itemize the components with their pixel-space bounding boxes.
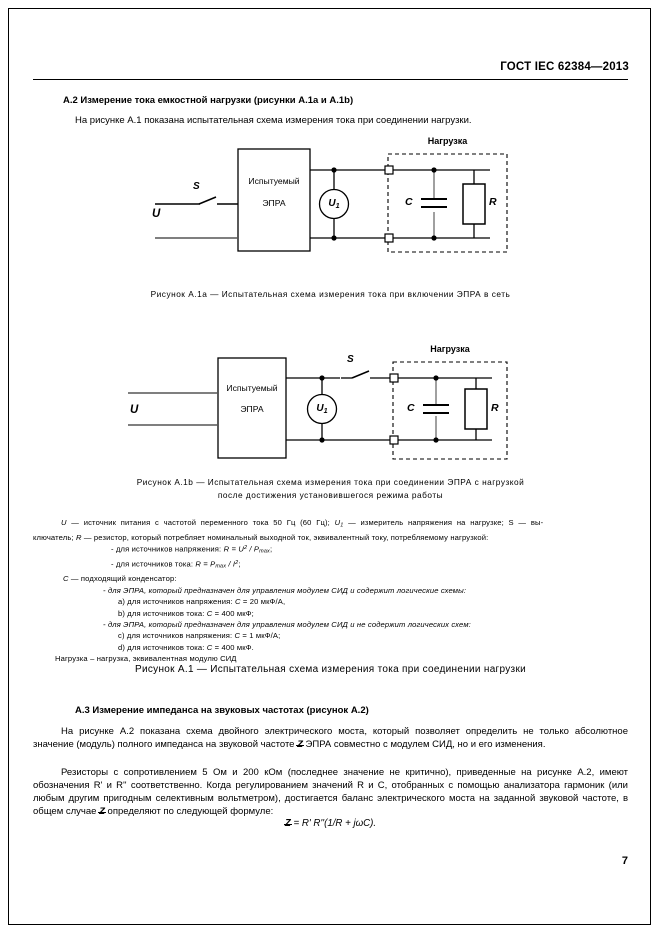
legend-line-6: - для ЭПРА, который предназначен для упр… [103,585,467,595]
legend-line-4: - для источников тока: R = Pmax / I2; [111,559,241,570]
resistor-symbol [464,388,488,430]
page-header-standard-title: ГОСТ IEC 62384—2013 [500,61,629,73]
legend-line-9: - для ЭПРА, который предназначен для упр… [103,619,471,629]
legend-line-12: Нагрузка – нагрузка, эквивалентная модул… [55,654,237,664]
header-divider [33,79,628,80]
fig-a1a-meter-label: U1 [328,198,340,210]
junction-dot [319,437,325,443]
fig-a1b-device-line1: Испытуемый [226,383,278,393]
figure-a1b-caption-line2: после достижения установившегося режима … [217,490,444,500]
impedance-formula: Z = R' R''(1/R + jωC). [283,818,377,829]
legend-line-5: C — подходящий конденсатор: [63,574,177,584]
fig-a1b-resistor-label: R [491,402,499,414]
junction-dot [319,375,325,381]
junction-dot [331,235,337,241]
junction-dot [431,235,437,241]
fig-a1b-switch-label: S [347,354,354,365]
fig-a1a-device-line1: Испытуемый [248,176,300,186]
fig-a1a-capacitor-label: C [405,196,413,208]
page-frame [8,8,651,925]
junction-dot [433,437,439,443]
load-terminal-bottom [389,435,399,445]
legend-line-10: c) для источников напряжения: C = 1 мкФ/… [118,631,281,641]
section-a3-paragraph-2: Резисторы с сопротивлением 5 Ом и 200 кО… [33,767,628,817]
fig-a1b-load-title: Нагрузка [430,344,470,354]
legend-line-11: d) для источников тока: C = 400 мкФ. [118,642,254,652]
junction-dot [431,167,437,173]
section-a3-paragraph-1: На рисунке A.2 показана схема двойного э… [33,726,628,750]
device-under-test-box [217,357,287,459]
load-terminal-top [389,373,399,383]
load-boundary-box [392,361,508,460]
page-number: 7 [621,855,628,867]
section-a3-heading: A.3 Измерение импеданса на звуковых част… [75,705,369,716]
resistor-symbol [462,183,486,225]
legend-line-1: U — источник питания с частотой переменн… [61,518,544,529]
fig-a1a-load-title: Нагрузка [427,136,468,146]
figure-legend-block: U — источник питания с частотой переменн… [33,517,628,665]
voltmeter-symbol [306,393,338,425]
voltmeter-symbol [318,188,350,220]
section-a2-heading: A.2 Измерение тока емкостной нагрузки (р… [63,95,354,106]
fig-a1b-capacitor-label: C [407,402,415,414]
legend-line-2: ключатель; R — резистор, который потребл… [33,532,489,542]
fig-a1a-resistor-label: R [489,196,497,208]
legend-line-8: b) для источников тока: C = 400 мкФ; [118,608,254,618]
fig-a1a-source-label: U [152,208,161,220]
fig-a1b-device-line2: ЭПРА [240,404,264,414]
figure-a1-caption: Рисунок A.1 — Испытательная схема измере… [135,664,526,675]
load-boundary-box [387,153,508,253]
figure-a1a-caption: Рисунок A.1a — Испытательная схема измер… [150,289,511,299]
junction-dot [331,167,337,173]
device-under-test-box [237,148,311,252]
fig-a1a-device-line2: ЭПРА [262,198,286,208]
junction-dot [433,375,439,381]
figure-a1b-caption-line1: Рисунок A.1b — Испытательная схема измер… [136,477,525,487]
fig-a1b-source-label: U [130,404,139,416]
legend-line-3: - для источников напряжения: R = U2 / Pm… [111,544,273,555]
fig-a1a-switch-label: S [193,181,200,192]
section-a2-intro: На рисунке A.1 показана испытательная сх… [75,115,472,126]
legend-line-7: a) для источников напряжения: C = 20 мкФ… [118,597,286,607]
fig-a1b-meter-label: U1 [316,403,328,415]
